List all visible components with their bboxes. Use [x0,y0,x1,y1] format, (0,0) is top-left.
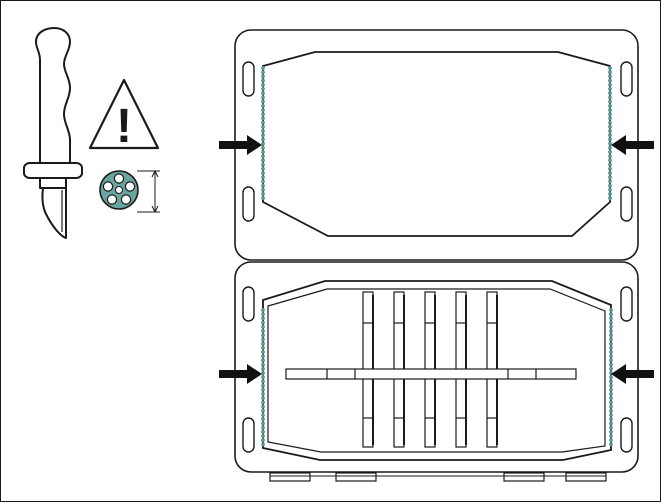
arrow-icon [219,135,262,155]
slot [620,186,633,222]
top-panel [234,29,639,261]
seam-dots [261,66,265,201]
slot [242,286,255,322]
top-panel-tray [262,51,611,237]
knife-icon [23,27,83,239]
slot [620,61,633,97]
seam-dots [261,308,265,447]
rack-insert [285,291,577,448]
slot [242,417,255,453]
arrow-icon [219,364,262,384]
foot-tab [503,472,545,482]
arrow-icon [611,135,654,155]
slot [242,186,255,222]
warning-symbol: ! [116,100,132,153]
warning-triangle-icon: ! [88,78,160,153]
arrow-icon [611,364,654,384]
hole-pattern-icon [99,170,139,210]
slot [620,286,633,322]
press-arrows [219,135,654,384]
foot-tab [565,472,607,482]
foot-tab [269,472,311,482]
slot [620,417,633,453]
seam-dots [609,308,613,447]
foot-tab [335,472,377,482]
slot [242,61,255,97]
seam-dots [608,66,612,201]
dimension-marker-icon [137,170,160,213]
